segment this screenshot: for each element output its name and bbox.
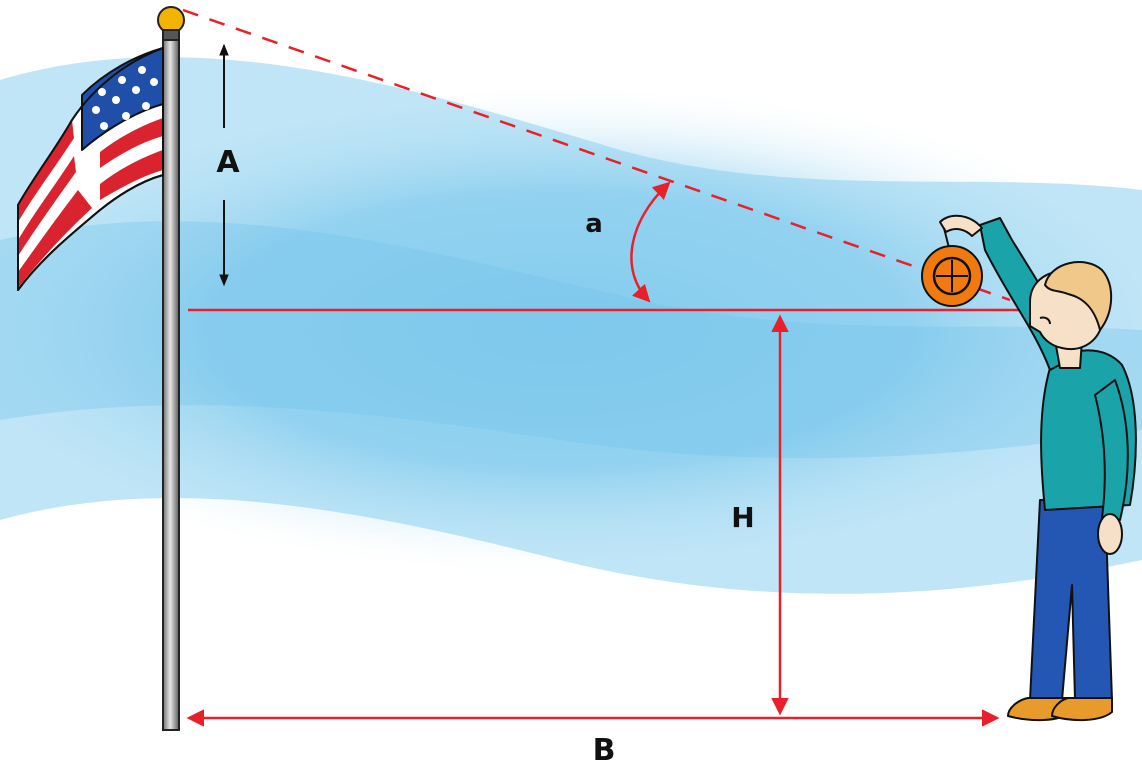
flagpole: [157, 6, 185, 731]
us-flag-icon: [17, 47, 164, 291]
label-b-distance: B: [593, 733, 616, 766]
shoe-right: [1051, 697, 1113, 722]
label-h-height: H: [731, 501, 754, 534]
label-a-height: A: [216, 145, 240, 180]
flag-stars: [92, 66, 158, 130]
label-angle: a: [585, 209, 603, 239]
person-figure: [939, 214, 1137, 722]
line-of-sight: [182, 8, 1011, 302]
inclinometer-icon: [921, 227, 983, 307]
elevation-angle-arc: [630, 181, 671, 303]
sky-background: [0, 57, 1142, 594]
